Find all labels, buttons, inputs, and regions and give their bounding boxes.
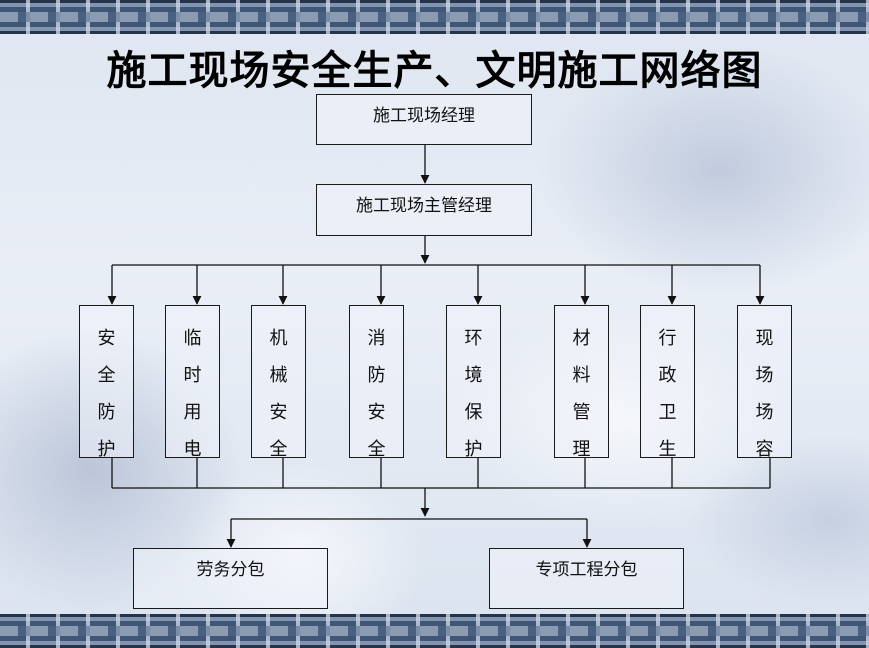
char: 环 <box>464 328 483 349</box>
char: 时 <box>183 365 202 386</box>
node-labor-subcontract-label: 劳务分包 <box>196 560 265 580</box>
char: 机 <box>269 328 288 349</box>
node-chief-manager-label: 施工现场主管经理 <box>356 196 492 216</box>
char: 全 <box>269 439 288 460</box>
char: 临 <box>183 328 202 349</box>
node-dept-safety-protection: 安 全 防 护 <box>79 305 134 460</box>
char: 保 <box>464 402 483 423</box>
char: 理 <box>572 439 591 460</box>
char: 材 <box>572 328 591 349</box>
char: 护 <box>464 439 483 460</box>
char: 容 <box>755 439 774 460</box>
char: 料 <box>572 365 591 386</box>
char: 现 <box>755 328 774 349</box>
char: 场 <box>755 402 774 423</box>
char: 场 <box>755 365 774 386</box>
diagram-title: 施工现场安全生产、文明施工网络图 <box>106 47 763 94</box>
node-site-manager-label: 施工现场经理 <box>373 106 475 126</box>
char: 消 <box>367 328 386 349</box>
node-special-subcontract-label: 专项工程分包 <box>535 560 638 580</box>
char: 生 <box>658 439 677 460</box>
char: 用 <box>183 402 202 423</box>
char: 境 <box>464 365 483 386</box>
node-dept-site-appearance: 现 场 场 容 <box>737 305 792 460</box>
node-dept-environment-protection: 环 境 保 护 <box>446 305 501 460</box>
node-dept-material-management: 材 料 管 理 <box>554 305 609 460</box>
top-brick-border <box>0 0 869 34</box>
node-chief-manager: 施工现场主管经理 <box>316 184 532 236</box>
node-dept-admin-hygiene: 行 政 卫 生 <box>640 305 695 460</box>
node-dept-temporary-power: 临 时 用 电 <box>165 305 220 460</box>
char: 防 <box>97 402 116 423</box>
char: 防 <box>367 365 386 386</box>
char: 全 <box>367 439 386 460</box>
char: 安 <box>367 402 386 423</box>
char: 安 <box>269 402 288 423</box>
char: 管 <box>572 402 591 423</box>
bottom-brick-border <box>0 614 869 648</box>
node-dept-fire-safety: 消 防 安 全 <box>349 305 404 460</box>
char: 政 <box>658 365 677 386</box>
char: 电 <box>183 439 202 460</box>
char: 安 <box>97 328 116 349</box>
char: 械 <box>269 365 288 386</box>
node-site-manager: 施工现场经理 <box>316 94 532 145</box>
char: 护 <box>97 439 116 460</box>
char: 卫 <box>658 402 677 423</box>
node-special-subcontract: 专项工程分包 <box>489 548 684 609</box>
node-dept-machinery-safety: 机 械 安 全 <box>251 305 306 460</box>
node-labor-subcontract: 劳务分包 <box>133 548 328 609</box>
char: 行 <box>658 328 677 349</box>
char: 全 <box>97 365 116 386</box>
